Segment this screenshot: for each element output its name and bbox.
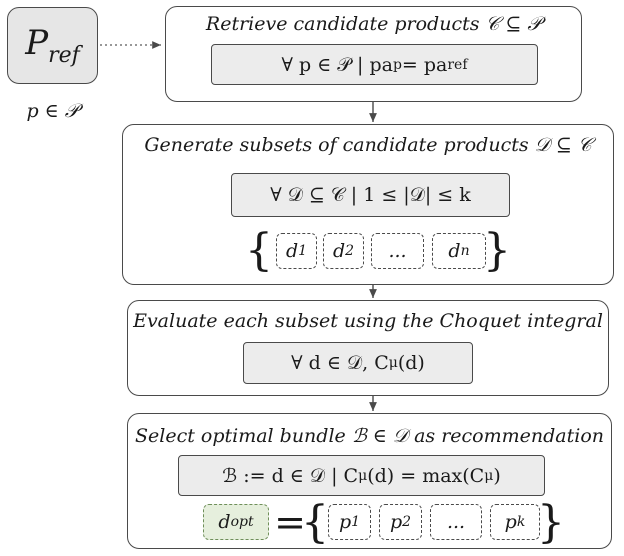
close-brace: } <box>483 225 511 276</box>
reference-product-caption: p ∈ 𝒫 <box>26 100 79 122</box>
stage-evaluate-subsets: Evaluate each subset using the Choquet i… <box>127 300 609 396</box>
stage-retrieve-candidates: Retrieve candidate products 𝒞 ⊆ 𝒫 ∀ p ∈ … <box>165 6 582 102</box>
close-brace: } <box>537 497 565 548</box>
equals-sign: = <box>274 500 306 544</box>
reference-product-box: Pref <box>7 7 98 84</box>
stage-generate-subsets: Generate subsets of candidate products 𝒟… <box>122 124 614 285</box>
reference-product-label: Pref <box>25 23 80 68</box>
open-brace: { <box>301 497 329 548</box>
subset-formula: ∀ 𝒟 ⊆ 𝒞 | 1 ≤ |𝒟| ≤ k <box>231 173 510 217</box>
subset-item: ... <box>371 233 424 269</box>
stage-title: Select optimal bundle ℬ ∈ 𝒟 as recommend… <box>134 425 605 447</box>
stage-title: Generate subsets of candidate products 𝒟… <box>144 134 592 156</box>
stage-select-bundle: Select optimal bundle ℬ ∈ 𝒟 as recommend… <box>127 413 612 549</box>
bundle-item: ... <box>430 504 482 540</box>
stage-title: Evaluate each subset using the Choquet i… <box>133 310 603 332</box>
stage-title: Retrieve candidate products 𝒞 ⊆ 𝒫 <box>205 13 542 35</box>
open-brace: { <box>245 225 273 276</box>
